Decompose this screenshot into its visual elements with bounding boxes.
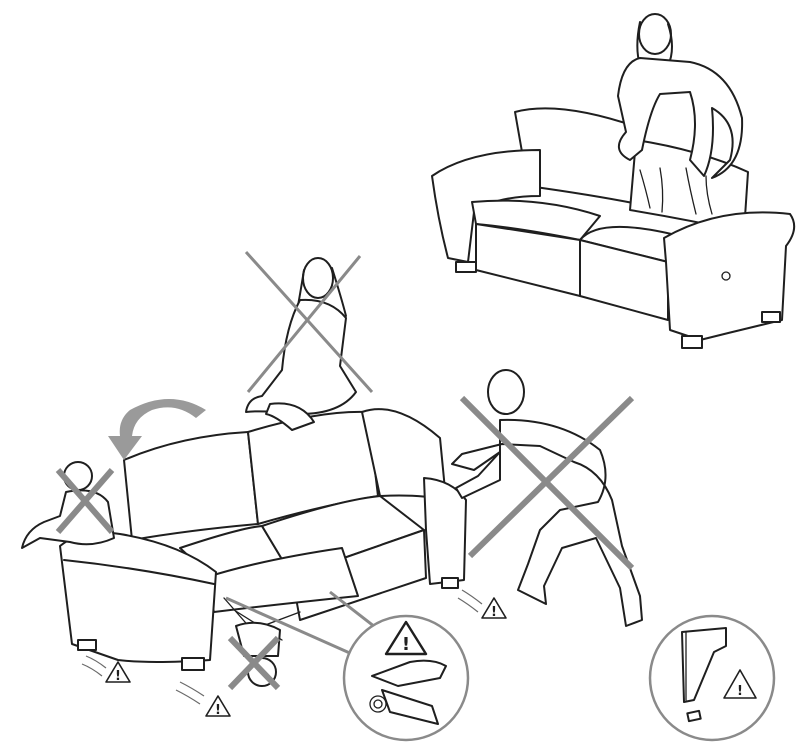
sofa-foot: [456, 262, 476, 272]
warning-icon: !: [482, 598, 506, 620]
warning-icon: !: [106, 662, 130, 684]
correct-use-panel: [432, 14, 794, 348]
sofa-foot: [762, 312, 780, 322]
woman-sitting-on-backrest: [246, 258, 356, 430]
svg-text:!: !: [402, 634, 410, 655]
svg-text:!: !: [491, 605, 497, 620]
man-pushing-sofa: [452, 370, 642, 626]
sofa-foot: [182, 658, 204, 670]
child-on-armrest: [22, 462, 114, 548]
sofa-foot: [78, 640, 96, 650]
svg-text:!: !: [115, 669, 121, 684]
pinch-hazard-callout: !: [344, 616, 468, 740]
svg-text:!: !: [215, 703, 221, 718]
svg-text:!: !: [737, 684, 743, 699]
sofa-foot: [682, 336, 702, 348]
warning-icon: !: [206, 696, 230, 718]
leg-detail-callout: !: [650, 616, 774, 740]
sofa-foot: [442, 578, 458, 588]
